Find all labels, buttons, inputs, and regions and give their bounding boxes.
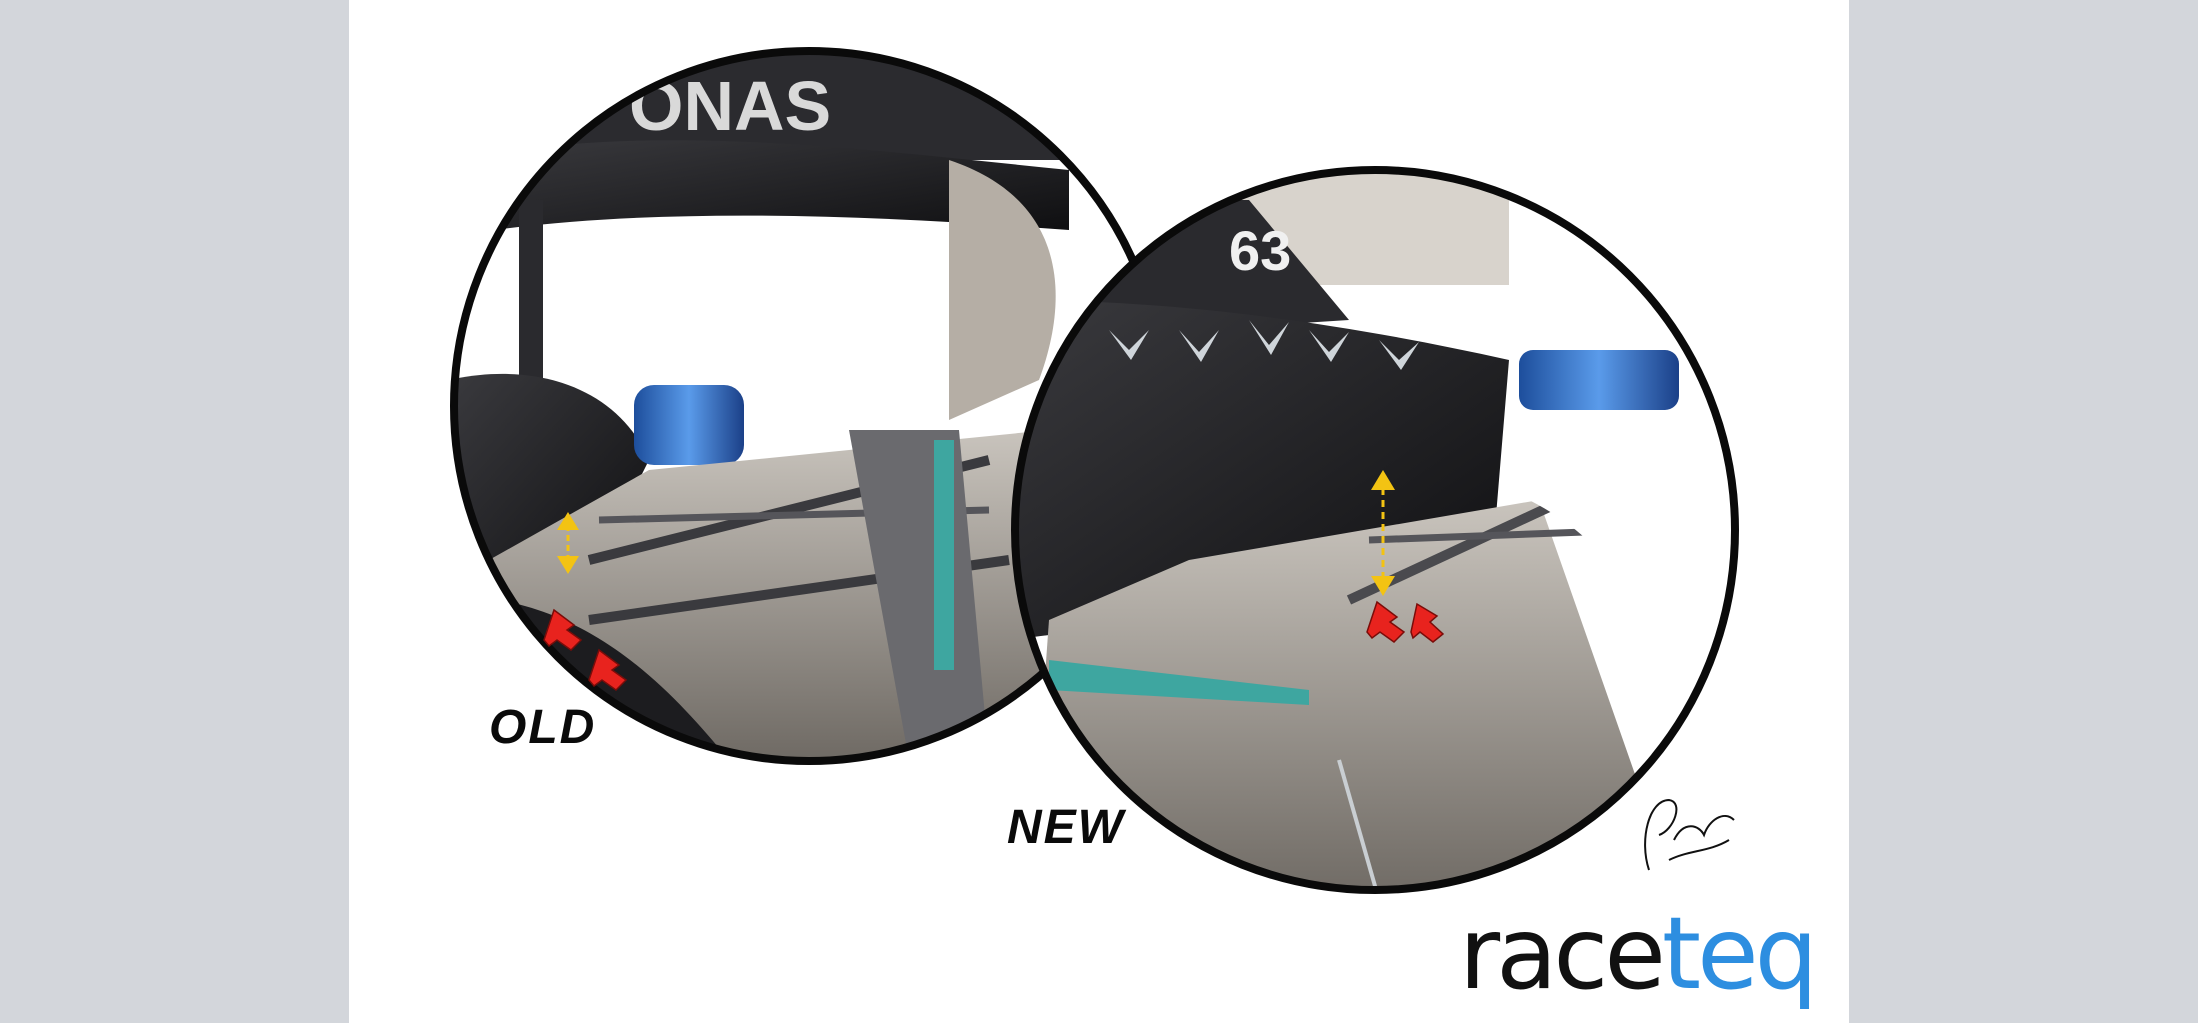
svg-text:ONAS: ONAS	[629, 67, 831, 145]
new-detail-circle: 63	[1011, 166, 1739, 894]
old-arrows	[543, 512, 628, 691]
red-arrow-icon	[1366, 600, 1406, 643]
new-label: NEW	[1007, 801, 1125, 854]
logo-part-teq: teq	[1661, 895, 1818, 1012]
yellow-double-arrow-icon	[557, 512, 579, 574]
raceteq-logo: raceteq	[1459, 904, 1818, 1004]
logo-part-race: race	[1459, 895, 1666, 1012]
red-arrow-icon	[1410, 602, 1445, 643]
old-detail-circle: ONAS	[450, 47, 1168, 765]
red-arrow-icon	[588, 648, 628, 691]
svg-text:63: 63	[1229, 219, 1291, 282]
yellow-double-arrow-icon	[1371, 470, 1395, 596]
red-arrow-icon	[543, 608, 583, 651]
new-arrows	[1366, 470, 1445, 643]
illustration-panel: ONAS	[349, 0, 1849, 1023]
comparison-illustration: ONAS	[450, 47, 1739, 894]
artist-signature	[1644, 798, 1735, 871]
old-label: OLD	[489, 701, 597, 754]
